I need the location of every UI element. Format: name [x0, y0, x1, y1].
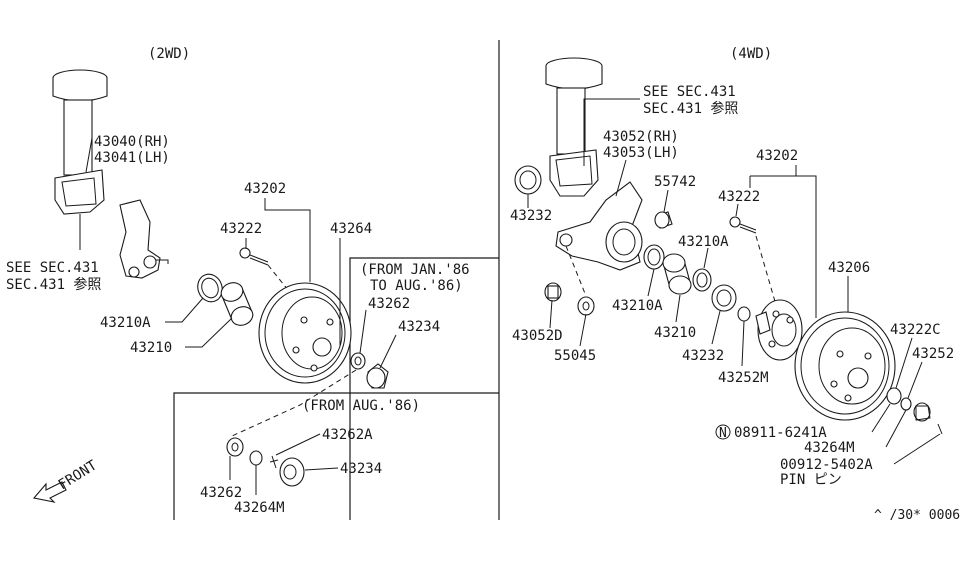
jan86-frame [349, 257, 499, 520]
label-55045: 55045 [554, 348, 596, 364]
label-43252m: 43252M [718, 370, 769, 386]
n-mark-icon [715, 424, 731, 440]
bearing-outer-4wd [643, 244, 665, 270]
label-43264m-right: 43264M [804, 440, 855, 456]
label-43222c: 43222C [890, 322, 941, 338]
bolt-4wd [729, 216, 757, 234]
aug86-frame [173, 392, 499, 520]
washer-2wd [350, 352, 366, 370]
leaders-2wd [85, 137, 397, 495]
front-arrow-icon [32, 481, 67, 503]
label-43262-b: 43262 [200, 485, 242, 501]
seal-4wd [514, 165, 542, 195]
hub-4wd [755, 299, 803, 361]
label-see-sec-right: SEE SEC.431 [643, 84, 736, 100]
label-43262-left: 43262 [368, 296, 410, 312]
label-to-aug: TO AUG.'86) [370, 278, 463, 294]
label-43210a-left: 43210A [100, 315, 151, 331]
title-2wd: (2WD) [148, 46, 190, 62]
label-43222-left: 43222 [220, 221, 262, 237]
label-43234-left: 43234 [398, 319, 440, 335]
label-sec-ref-right: SEC.431 参照 [643, 100, 738, 117]
knuckle-2wd [119, 199, 169, 279]
bearing-inner-4wd [692, 268, 712, 292]
title-4wd: (4WD) [730, 46, 772, 62]
bearing-4wd [662, 253, 692, 295]
label-55742: 55742 [654, 174, 696, 190]
label-43041: 43041(LH) [94, 150, 170, 166]
label-00912: 00912-5402A [780, 457, 873, 473]
bearing-race-outer-2wd [197, 273, 223, 303]
label-pin: PIN ピン [780, 472, 842, 488]
label-43264m-left: 43264M [234, 500, 285, 516]
strut-assembly-2wd [52, 69, 108, 250]
cap-b-2wd [279, 457, 305, 487]
label-43222-right: 43222 [718, 189, 760, 205]
footer-code: ^ /30* 0006 [874, 508, 960, 523]
brake-drum-2wd [258, 282, 352, 384]
label-43210a-right: 43210A [678, 234, 729, 250]
grease-cap-2wd [366, 363, 389, 389]
leaders-4wd [527, 98, 941, 465]
strut-assembly-4wd [545, 57, 603, 197]
label-43210-left: 43210 [130, 340, 172, 356]
knuckle-4wd [555, 181, 643, 271]
label-08911: 08911-6241A [734, 425, 827, 441]
nut-4wd [900, 397, 931, 422]
label-43202-left: 43202 [244, 181, 286, 197]
label-from-jan: (FROM JAN.'86 [360, 262, 470, 278]
label-43052d: 43052D [512, 328, 563, 344]
brake-drum-4wd [794, 311, 896, 421]
bolt-2wd [239, 247, 269, 266]
washer-b-2wd [226, 437, 244, 457]
label-43252: 43252 [912, 346, 954, 362]
pin-4wd [937, 423, 943, 435]
label-43262a: 43262A [322, 427, 373, 443]
label-sec-ref-left: SEC.431 参照 [6, 276, 101, 293]
label-43052: 43052(RH) [603, 129, 679, 145]
seal-b-4wd [711, 284, 737, 312]
label-43264-left: 43264 [330, 221, 372, 237]
label-from-aug: (FROM AUG.'86) [302, 398, 420, 414]
label-43232-top: 43232 [510, 208, 552, 224]
bearing-2wd [220, 282, 254, 326]
label-n-prefix: N [719, 426, 727, 441]
nut-m-4wd [737, 306, 751, 322]
label-see-sec-left: SEE SEC.431 [6, 260, 99, 276]
label-43210-right: 43210 [654, 325, 696, 341]
label-43053: 43053(LH) [603, 145, 679, 161]
bushing-d-4wd [544, 282, 562, 302]
label-front: FRONT [56, 457, 101, 493]
label-43232-bottom: 43232 [682, 348, 724, 364]
spacer-4wd [654, 211, 673, 229]
lock-a-2wd [269, 455, 279, 469]
label-43234-b: 43234 [340, 461, 382, 477]
label-43206: 43206 [828, 260, 870, 276]
bushing-4wd [577, 296, 595, 316]
label-43202-right: 43202 [756, 148, 798, 164]
label-43040: 43040(RH) [94, 134, 170, 150]
nut-m-2wd [249, 450, 263, 466]
washer-c-4wd [886, 387, 902, 405]
label-43210a-inner: 43210A [612, 298, 663, 314]
